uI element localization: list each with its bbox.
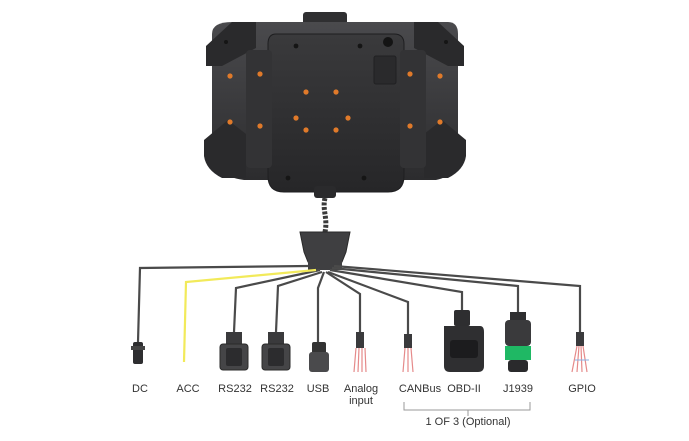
cable-strain-relief [314, 186, 336, 198]
corner-bumper-bottom-left [204, 120, 246, 178]
wire-dc [136, 264, 309, 343]
label-acc: ACC [176, 383, 200, 395]
wire-rs232b [274, 270, 323, 333]
black-screws [224, 40, 448, 181]
label-j1939: J1939 [503, 383, 533, 395]
analog-input-connector [353, 332, 367, 373]
optional-note: 1 OF 3 (Optional) [425, 416, 511, 428]
label-analog-input: Analog input [343, 383, 379, 407]
breakout-wires [136, 264, 582, 343]
speaker-grille [373, 55, 397, 85]
wire-obd [329, 268, 464, 310]
right-side-panel [400, 50, 426, 168]
main-cable [299, 197, 351, 270]
corner-bumper-top-right [414, 22, 464, 66]
j1939-connector [505, 312, 531, 372]
tablet-back-plate [267, 33, 405, 193]
label-canbus: CANBus [398, 383, 442, 395]
left-side-panel [246, 50, 272, 168]
gpio-connector [571, 332, 589, 373]
rs232-connector-2 [261, 332, 291, 371]
wire-acc [182, 268, 317, 363]
label-usb: USB [306, 383, 330, 395]
wire-canbus [327, 270, 410, 334]
optional-group-bracket [403, 402, 531, 416]
canbus-connector [402, 334, 414, 373]
camera-lens [383, 37, 393, 47]
label-rs232-2: RS232 [260, 383, 294, 395]
hub-neck [308, 256, 342, 270]
wire-usb [316, 271, 326, 342]
wire-j1939 [331, 266, 520, 312]
rs232-connector-1 [219, 332, 249, 371]
wire-gpio [333, 264, 582, 332]
dc-connector [131, 342, 145, 364]
corner-bumper-bottom-right [424, 120, 466, 178]
corner-bumper-top-left [206, 22, 256, 66]
obd-ii-connector [444, 310, 484, 372]
label-gpio: GPIO [568, 383, 596, 395]
wire-rs232a [232, 268, 321, 333]
usb-connector [309, 342, 329, 372]
label-obd-ii: OBD-II [447, 383, 481, 395]
label-rs232-1: RS232 [218, 383, 252, 395]
orange-screws [227, 71, 443, 133]
label-dc: DC [132, 383, 148, 395]
wire-analog [325, 271, 362, 332]
rugged-tablet [204, 12, 466, 198]
